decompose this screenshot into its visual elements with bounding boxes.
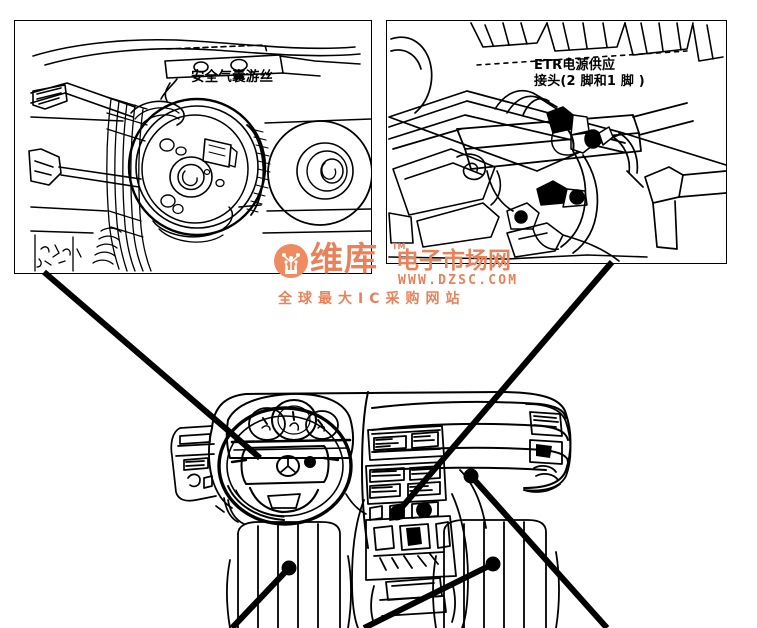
label-etr-line1: ETR电源供应 [534,58,616,73]
label-airbag-clock-spring: 安全气囊游丝 [191,69,274,85]
center-console-artwork [388,22,726,262]
leader-passenger-seat [362,561,495,628]
leader-etr [394,260,615,515]
panel-steering-column-detail: 安全气囊游丝 [14,20,372,274]
leader-driver-seat [229,565,292,628]
label-etr-line2: 接头(2 脚和1 脚 ) [534,73,645,89]
panel-center-console-detail: ETR电源供应 接头(2 脚和1 脚 ) [386,20,727,264]
leader-dash-right [468,473,610,628]
steering-column-artwork [28,38,371,272]
label-etr-connector: ETR电源供应 接头(2 脚和1 脚 ) [534,58,645,90]
leader-clockspring [42,269,262,461]
